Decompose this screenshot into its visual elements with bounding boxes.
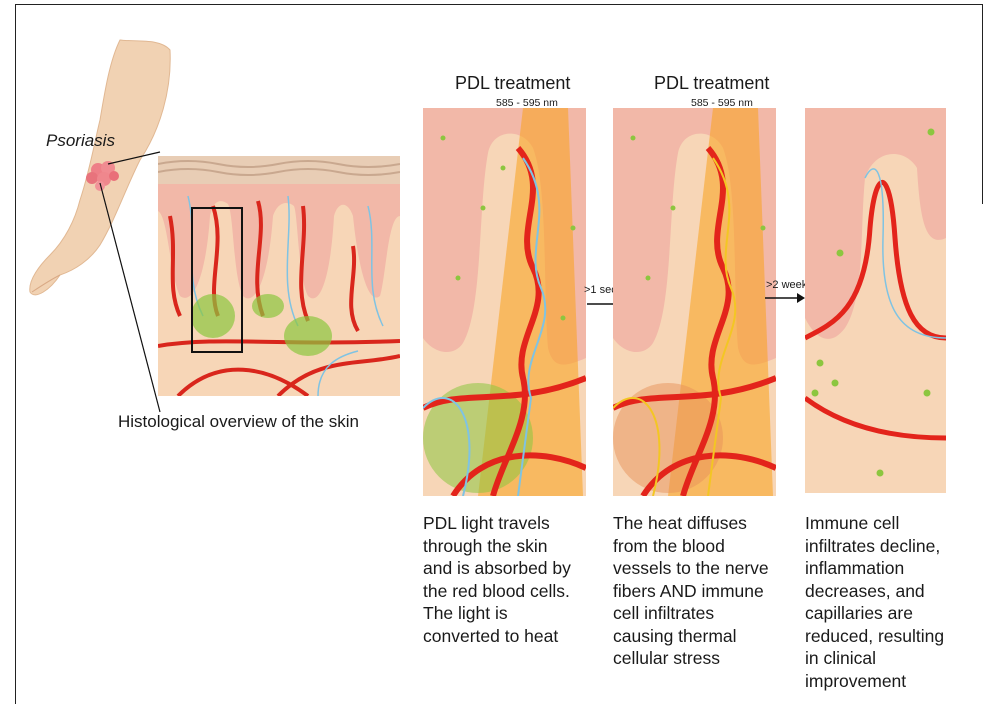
caption-line: improvement <box>805 670 944 693</box>
caption-line: infiltrates decline, <box>805 535 944 558</box>
frame-top-border <box>15 4 983 5</box>
frame-right-border <box>982 4 983 204</box>
panel-3-caption: Immune cell infiltrates decline, inflamm… <box>805 512 944 692</box>
caption-line: through the skin <box>423 535 571 558</box>
caption-line: fibers AND immune <box>613 580 769 603</box>
caption-line: cell infiltrates <box>613 602 769 625</box>
caption-line: converted to heat <box>423 625 571 648</box>
caption-line: in clinical <box>805 647 944 670</box>
panel-1-image <box>423 108 586 496</box>
histology-overview-image <box>158 156 400 396</box>
caption-line: Immune cell <box>805 512 944 535</box>
caption-line: capillaries are <box>805 602 944 625</box>
caption-line: The heat diffuses <box>613 512 769 535</box>
caption-line: reduced, resulting <box>805 625 944 648</box>
caption-line: The light is <box>423 602 571 625</box>
panel-2-caption: The heat diffuses from the blood vessels… <box>613 512 769 670</box>
panel-1-title: PDL treatment <box>455 73 570 94</box>
psoriasis-label: Psoriasis <box>46 131 115 151</box>
caption-line: vessels to the nerve <box>613 557 769 580</box>
caption-line: and is absorbed by <box>423 557 571 580</box>
caption-line: PDL light travels <box>423 512 571 535</box>
caption-line: inflammation <box>805 557 944 580</box>
caption-line: the red blood cells. <box>423 580 571 603</box>
arrow-1-label: >1 sec <box>584 284 617 296</box>
caption-line: from the blood <box>613 535 769 558</box>
frame-left-border <box>15 4 16 704</box>
arrow-2 <box>765 291 805 305</box>
caption-line: decreases, and <box>805 580 944 603</box>
panel-1-caption: PDL light travels through the skin and i… <box>423 512 571 647</box>
caption-line: cellular stress <box>613 647 769 670</box>
panel-2-title: PDL treatment <box>654 73 769 94</box>
panel-3-image <box>805 108 946 493</box>
histology-overview-label: Histological overview of the skin <box>118 412 359 432</box>
caption-line: causing thermal <box>613 625 769 648</box>
panel-2-image <box>613 108 776 496</box>
